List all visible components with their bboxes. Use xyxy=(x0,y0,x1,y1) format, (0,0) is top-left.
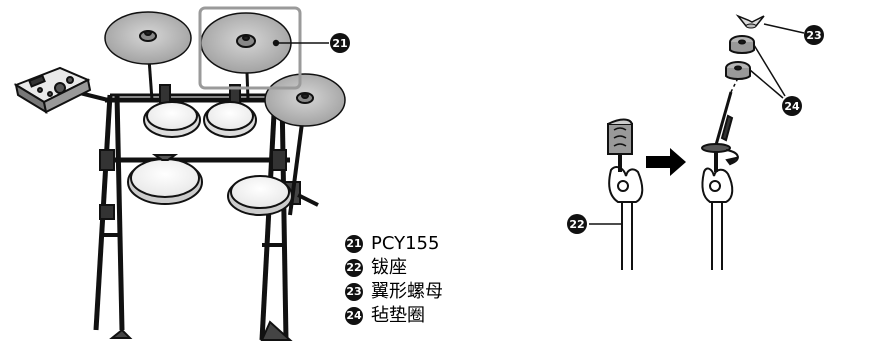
callout-21: 21 xyxy=(272,33,350,53)
highlight-frame xyxy=(198,6,302,90)
legend-number-24: 24 xyxy=(345,306,363,325)
legend-label-pcy155: PCY155 xyxy=(371,233,440,254)
callout-23: 23 xyxy=(763,23,824,45)
legend-number-22: 22 xyxy=(345,258,363,277)
callout-21-number: 21 xyxy=(332,37,347,50)
callout-24: 24 xyxy=(749,44,802,116)
callout-24-number: 24 xyxy=(784,100,800,113)
parts-legend: 21 PCY155 22 钹座 23 翼形螺母 24 毡垫圈 xyxy=(345,233,443,326)
legend-item-cymbal-holder: 22 钹座 xyxy=(345,257,443,278)
legend-label-felt-washer: 毡垫圈 xyxy=(371,305,425,326)
legend-number-23: 23 xyxy=(345,282,363,301)
callout-23-number: 23 xyxy=(806,29,821,42)
cymbal-holder-illustration xyxy=(607,14,765,270)
legend-label-wing-nut: 翼形螺母 xyxy=(371,281,443,302)
legend-number-21: 21 xyxy=(345,234,363,253)
legend-item-felt-washer: 24 毡垫圈 xyxy=(345,305,443,326)
legend-label-cymbal-holder: 钹座 xyxy=(371,257,407,278)
legend-item-wing-nut: 23 翼形螺母 xyxy=(345,281,443,302)
legend-item-pcy155: 21 PCY155 xyxy=(345,233,443,254)
callout-22-number: 22 xyxy=(569,218,584,231)
callout-22: 22 xyxy=(567,214,622,234)
drum-kit-illustration xyxy=(13,11,346,341)
